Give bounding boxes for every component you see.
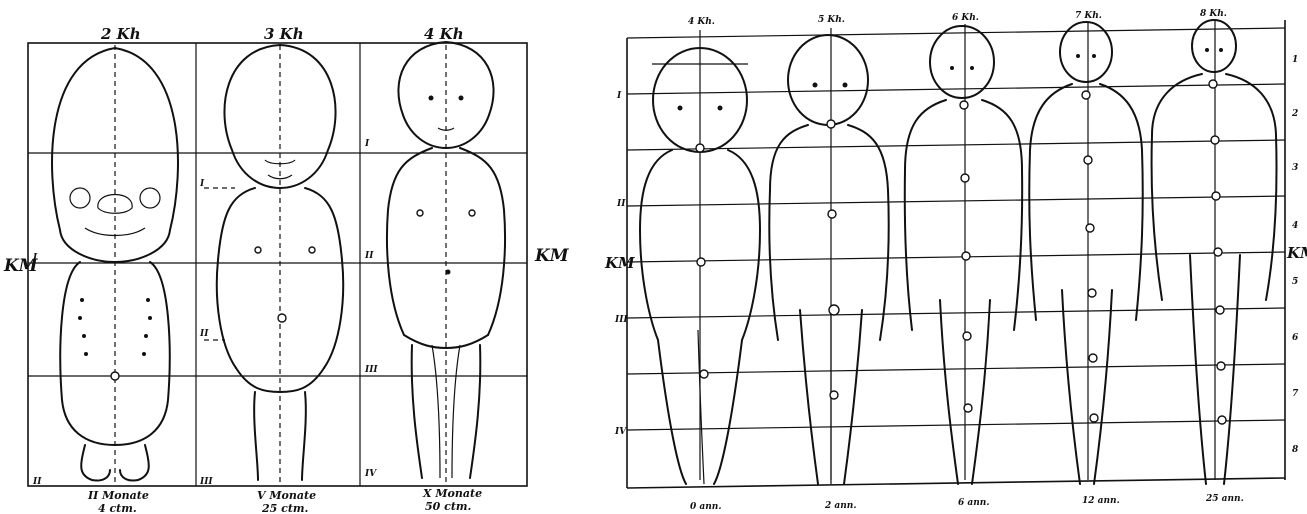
size-label-10-months: 50 ctm. [425, 500, 472, 513]
arabic-marker: 6 [1292, 333, 1299, 343]
arabic-marker: 3 [1292, 163, 1298, 173]
size-label-2-months: 4 ctm. [98, 502, 137, 514]
head-label-4kh: 4 Kh. [688, 17, 715, 27]
arabic-marker: 2 [1291, 109, 1298, 119]
age-label-6: 6 ann. [958, 498, 989, 508]
age-label-12: 12 ann. [1082, 496, 1120, 506]
left-panel-frame [28, 43, 527, 486]
roman-marker: III [364, 365, 378, 375]
roman-marker-right: II [616, 199, 626, 209]
figure-age-12 [1029, 22, 1143, 484]
roman-marker: I [364, 139, 370, 149]
head-label-2kh: 2 Kh [100, 25, 141, 43]
head-label-8kh: 8 Kh. [1200, 9, 1227, 19]
km-label-left: KM [604, 254, 635, 272]
roman-marker-right: IV [614, 427, 627, 437]
head-label-3kh: 3 Kh [264, 25, 304, 43]
km-label-right: KM [1286, 244, 1307, 262]
right-grid-line [627, 28, 1285, 38]
age-label-2: 2 ann. [824, 501, 856, 511]
size-label-5-months: 25 ctm. [261, 502, 309, 514]
arabic-marker: 4 [1292, 221, 1298, 231]
right-grid-line [627, 252, 1285, 262]
arabic-marker: 8 [1292, 445, 1299, 455]
age-label-5-months: V Monate [257, 489, 316, 502]
right-grid-line [627, 84, 1285, 94]
roman-marker-right: III [614, 315, 628, 325]
roman-marker: II [32, 477, 42, 487]
roman-marker: II [364, 251, 374, 261]
right-grid-line [627, 196, 1285, 206]
roman-marker: I [199, 179, 205, 189]
roman-marker: II [199, 329, 209, 339]
head-label-7kh: 7 Kh. [1075, 11, 1102, 21]
left-panel-infant-proportions: 2 Kh 3 Kh 4 Kh KM KM I II III IV I II II… [3, 25, 570, 514]
arabic-marker: 7 [1292, 389, 1299, 399]
figure-age-0 [640, 30, 760, 484]
right-panel-bottom-border [627, 478, 1285, 488]
figure-10-months [387, 42, 505, 482]
age-label-10-months: X Monate [422, 487, 482, 500]
roman-marker: III [199, 477, 213, 487]
figure-age-6 [905, 24, 1022, 484]
head-label-6kh: 6 Kh. [952, 13, 979, 23]
arabic-marker: 5 [1292, 277, 1298, 287]
roman-marker-right: I [616, 91, 622, 101]
right-grid-line [627, 308, 1285, 318]
figure-age-2 [769, 28, 888, 484]
km-label-right: KM [534, 246, 570, 266]
roman-marker: IV [364, 469, 377, 479]
right-grid-line [627, 420, 1285, 430]
age-label-25: 25 ann. [1205, 494, 1244, 504]
right-grid-line [627, 364, 1285, 374]
right-grid-line [627, 140, 1285, 150]
right-panel-child-proportions: 4 Kh. 5 Kh. 6 Kh. 7 Kh. 8 Kh. KM KM I II… [604, 9, 1307, 512]
age-label-0: 0 ann. [690, 502, 721, 512]
head-label-4kh: 4 Kh [424, 25, 464, 43]
head-label-5kh: 5 Kh. [818, 15, 845, 25]
arabic-marker: 1 [1292, 55, 1298, 65]
roman-marker: I [32, 253, 38, 263]
age-label-2-months: II Monate [87, 489, 149, 502]
